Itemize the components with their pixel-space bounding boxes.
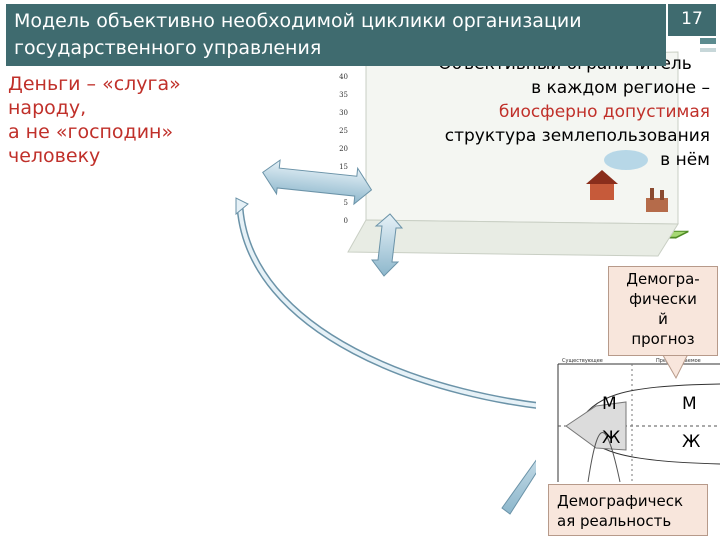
limiter-line: структура землепользования <box>444 126 710 146</box>
decor-strip <box>700 48 716 52</box>
svg-text:Существующее: Существующее <box>562 358 603 364</box>
slide-title: Модель объективно необходимой циклики ор… <box>6 4 666 66</box>
y-tick-label: 5 <box>344 199 348 207</box>
limiter-text: Объективный ограничитель в каждом регион… <box>390 52 710 172</box>
y-tick-label: 30 <box>339 109 348 117</box>
money-line: народу, <box>8 97 87 119</box>
money-text: Деньги – «слуга» народу, а не «господин»… <box>8 72 258 168</box>
land-use-chart: 051015202530354045 40 %42 %10.5 %7.3 %0.… <box>339 51 689 257</box>
cloud-icon <box>604 150 648 170</box>
house-icon <box>586 170 618 200</box>
y-tick-label: 15 <box>339 163 348 171</box>
callout-pointer <box>659 350 691 380</box>
factory-icon <box>646 188 668 212</box>
y-tick-label: 25 <box>339 127 348 135</box>
callout-line: й <box>658 310 668 328</box>
callout-line: фически <box>629 290 697 308</box>
male-label: М <box>602 394 617 414</box>
callout-line: прогноз <box>631 330 695 348</box>
double-arrow-icon <box>371 213 404 277</box>
female-label: Ж <box>682 432 701 452</box>
forecast-callout: Демогра- фически й прогноз <box>608 266 718 356</box>
money-line: человеку <box>8 145 101 167</box>
callout-line: ая реальность <box>557 512 672 530</box>
double-arrow-icon <box>262 159 373 206</box>
limiter-line-highlight: биосферно допустимая <box>498 102 710 122</box>
chart-floor <box>347 219 679 257</box>
callout-line: Демогра- <box>626 270 700 288</box>
limiter-line: в каждом регионе – <box>531 78 710 98</box>
money-line: Деньги – «слуга» <box>8 73 181 95</box>
money-line: а не «господин» <box>8 121 174 143</box>
decor-strip <box>700 38 716 44</box>
female-label: Ж <box>602 428 621 448</box>
reality-callout: Демографическ ая реальность <box>548 484 708 536</box>
y-tick-label: 20 <box>339 145 348 153</box>
limiter-line: в нём <box>660 150 710 170</box>
y-tick-label: 35 <box>339 91 348 99</box>
slide-number: 17 <box>668 4 716 36</box>
callout-line: Демографическ <box>557 492 684 510</box>
y-tick-label: 0 <box>344 217 348 225</box>
male-label: М <box>682 394 697 414</box>
demographic-chart: Существующее Предполагаемое <box>536 356 720 484</box>
y-tick-label: 40 <box>339 73 348 81</box>
